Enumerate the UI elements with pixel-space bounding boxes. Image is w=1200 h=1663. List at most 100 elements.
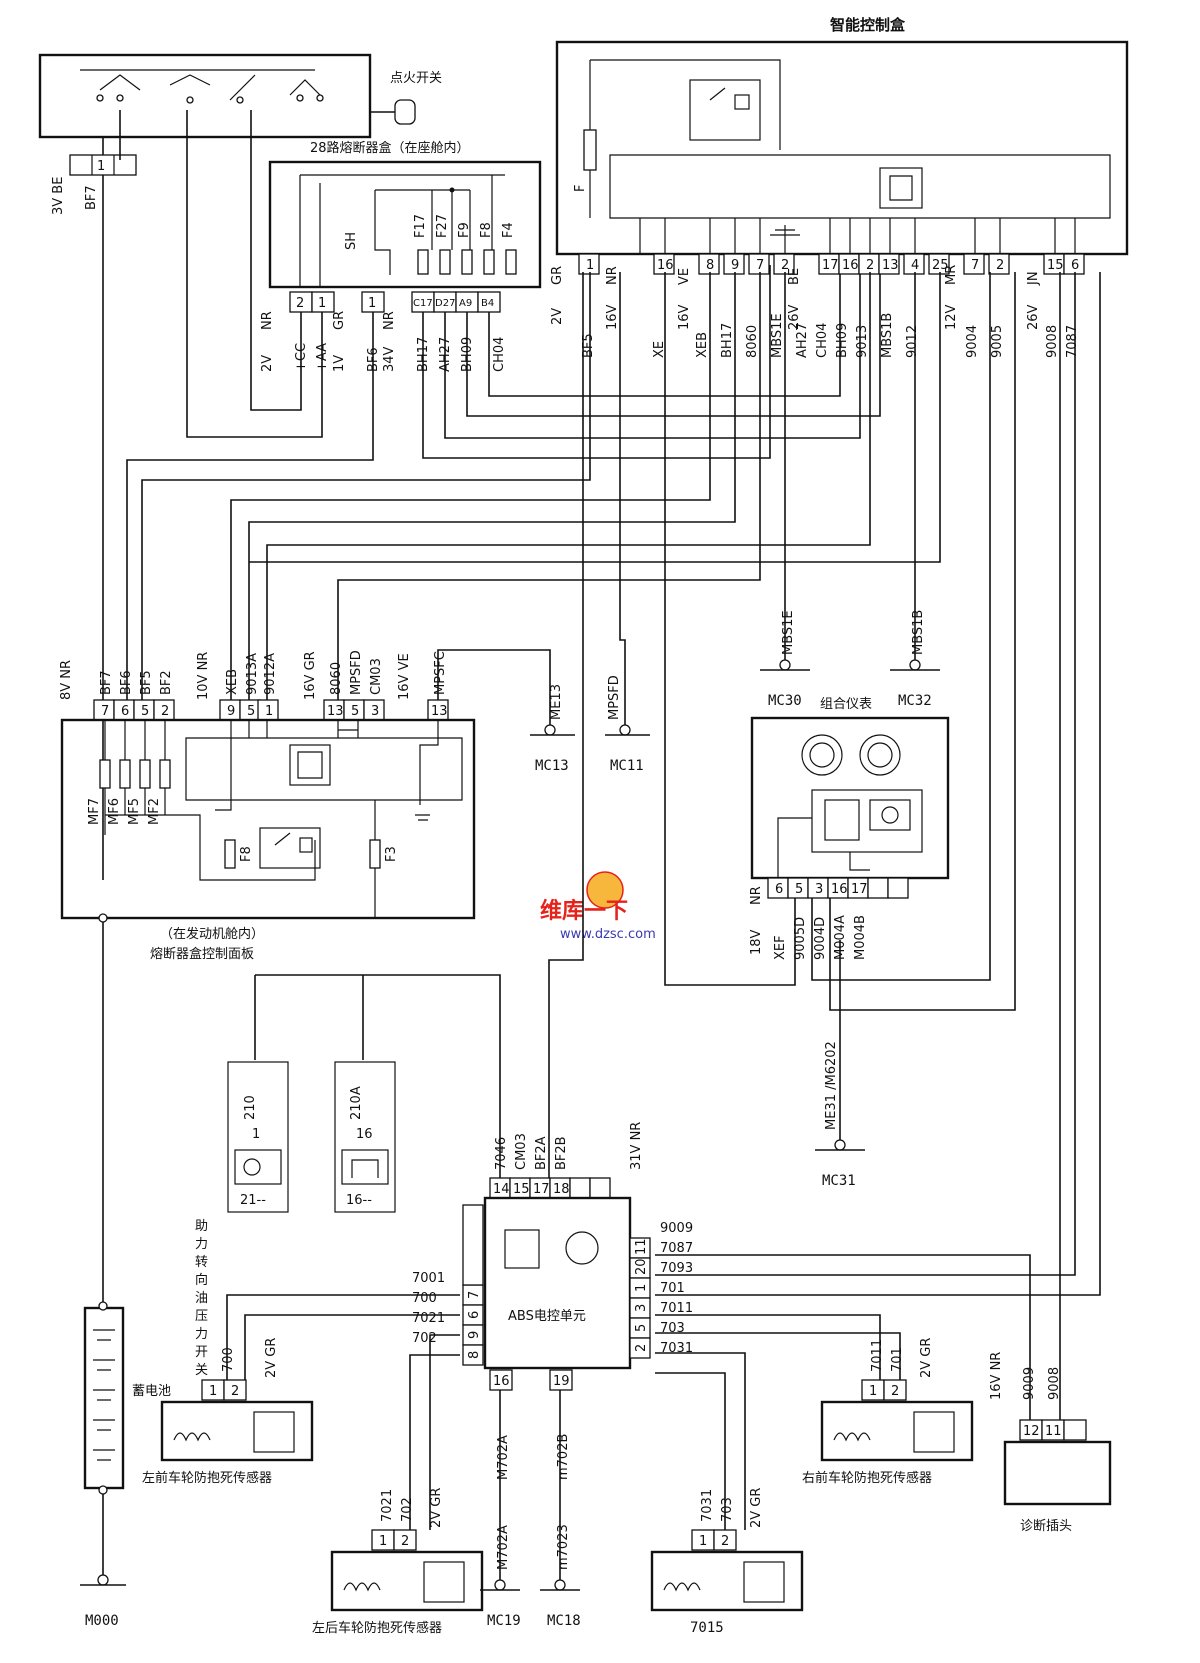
coil-icon <box>833 1432 871 1442</box>
fb28-pin: 1 <box>318 296 326 311</box>
smart-pin-box <box>903 253 925 275</box>
efp-wire: BF7 <box>99 670 114 695</box>
abs-bottom-wire: m702B <box>556 1434 571 1480</box>
ground-mc13: ME13 MC13 <box>437 649 575 774</box>
smart-wire: 7087 <box>1065 325 1080 358</box>
power-steering-char: 向 <box>195 1272 208 1288</box>
cluster-pin: 16 <box>831 882 848 897</box>
smart-pin: 4 <box>911 258 919 273</box>
abs-top-wire: CM03 <box>514 1133 529 1170</box>
abs-left-wire: 7001 <box>412 1271 445 1286</box>
power-steering-char: 助 <box>195 1219 208 1234</box>
smart-code: 2V <box>550 308 565 325</box>
ignition-pin: 1 <box>97 159 105 174</box>
smart-pin: 15 <box>1047 258 1064 273</box>
efp-wire: BF5 <box>139 670 154 695</box>
ground-wire: ME13 <box>549 684 564 720</box>
sensor-body <box>160 1400 314 1462</box>
sensor-pin: 1 <box>209 1384 217 1399</box>
smart-color: MR <box>944 265 959 285</box>
cluster-pin-box <box>887 877 909 899</box>
lamp-pin: 1 <box>252 1127 260 1142</box>
chip-icon <box>824 799 860 841</box>
ground-label: M000 <box>85 1613 119 1629</box>
smart-wire: BF5 <box>581 333 596 358</box>
abs-right-pin: 5 <box>634 1324 649 1332</box>
efp-fuse: MF2 <box>147 798 162 825</box>
sensor-pin-box <box>713 1529 737 1551</box>
warning-lamp-210a: 210A 16 16-- <box>334 1061 396 1213</box>
smart-pin: 16 <box>657 258 674 273</box>
cluster-wire: M004B <box>853 915 868 960</box>
sensor-icon <box>913 1411 955 1453</box>
abs-symbol-icon <box>565 1231 599 1265</box>
cluster-label: 组合仪表 <box>820 697 872 712</box>
coil-icon <box>663 1582 701 1592</box>
key-icon <box>394 99 416 125</box>
efp-wire: 9013A <box>245 653 260 695</box>
ignition-wire: BF7 <box>84 185 99 210</box>
sensor-code: 2V GR <box>919 1338 934 1378</box>
warning-lamp-210: 210 1 21-- <box>227 1061 289 1213</box>
sensor-body <box>820 1400 974 1462</box>
efp-pin: 5 <box>351 704 359 719</box>
fuse-box-28: 28路熔断器盒（在座舱内） SH F17 F27 F9 F8 F4 2 1 1 … <box>260 140 542 372</box>
smart-color: NR <box>605 266 620 285</box>
abs-right-pin: 3 <box>634 1304 649 1312</box>
cluster-pin: 5 <box>795 882 803 897</box>
mascot-icon <box>586 871 624 909</box>
cluster-wire: 9004D <box>813 917 828 960</box>
ground-mc18: m702B m7023 MC18 <box>540 1434 581 1629</box>
power-steering-char: 力 <box>195 1237 208 1252</box>
smart-pin: 2 <box>781 258 789 273</box>
sensor-body <box>330 1550 484 1612</box>
smart-wire: MBS1E <box>770 313 785 358</box>
abs-right-wire: 701 <box>660 1281 685 1296</box>
chip-icon <box>504 1229 540 1269</box>
sensor-ref: 7015 <box>690 1620 724 1636</box>
sensor-code: 2V GR <box>429 1488 444 1528</box>
smart-pin-box <box>928 253 950 275</box>
efp-pin: 7 <box>101 704 109 719</box>
sh-label: SH <box>344 232 359 250</box>
smart-pin: 25 <box>932 258 949 273</box>
ground-label: MC32 <box>898 693 932 709</box>
ground-wire: MBS1B <box>911 610 926 655</box>
fuse-f9: F9 <box>457 222 472 238</box>
smart-code: 26V <box>787 304 802 330</box>
efp-fuse: MF6 <box>107 798 122 825</box>
smart-color: VE <box>677 268 692 285</box>
abs-left-pin: 6 <box>467 1311 482 1319</box>
sensor-pin-box <box>393 1529 417 1551</box>
smart-pin: 2 <box>866 258 874 273</box>
abs-left-pin-box <box>462 1204 484 1286</box>
ignition-connector: 1 3V BE BF7 <box>51 154 137 215</box>
smart-pin-box <box>578 253 600 275</box>
efp-label-2: 熔断器盒控制面板 <box>150 946 254 962</box>
ignition-switch: 点火开关 <box>38 53 442 139</box>
power-steering-char: 开 <box>195 1345 208 1360</box>
smart-wire: 8060 <box>745 325 760 358</box>
smart-wire: BH17 <box>720 323 735 358</box>
abs-top-pin-box <box>569 1177 591 1199</box>
abs-left-wire: 700 <box>412 1291 437 1306</box>
fb28-color: NR <box>382 311 397 330</box>
abs-right-wire: 7093 <box>660 1261 693 1276</box>
efp-pin: 13 <box>327 704 344 719</box>
abs-right-wire: 7011 <box>660 1301 693 1316</box>
fb28-code: 1V <box>332 355 347 372</box>
abs-right-wire: 7087 <box>660 1241 693 1256</box>
sensor-wire: 703 <box>720 1497 735 1522</box>
sensor-icon <box>253 1411 295 1453</box>
smart-box-fuse <box>583 129 597 171</box>
fb28-pin: B4 <box>481 298 494 309</box>
